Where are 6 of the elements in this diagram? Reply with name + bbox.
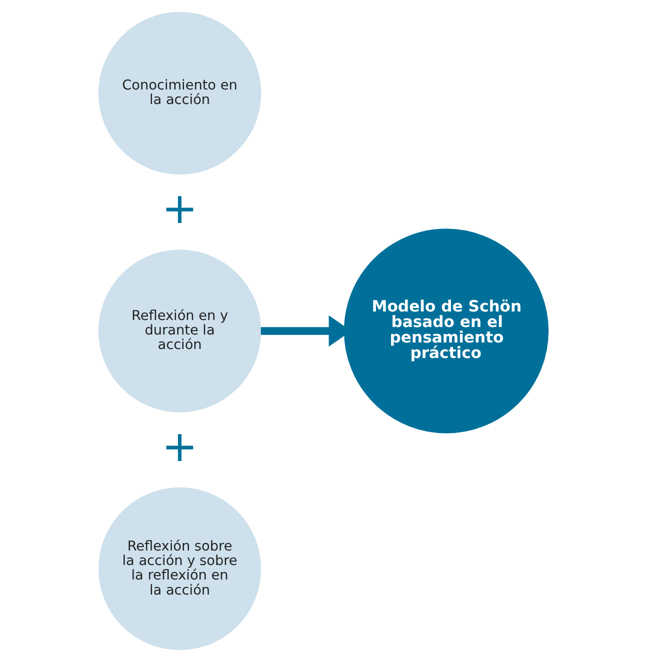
node-circle: Reflexión en y durante la acción <box>98 250 261 412</box>
label: + <box>161 422 198 472</box>
label: + <box>161 184 198 234</box>
node-circle: Modelo de Schön basado en el pensamiento práctico <box>343 228 548 434</box>
node-circle: Reflexión sobre la acción y sobre la reflexión en la acción <box>98 487 261 650</box>
node-circle: Conocimiento en la acción <box>98 12 261 175</box>
